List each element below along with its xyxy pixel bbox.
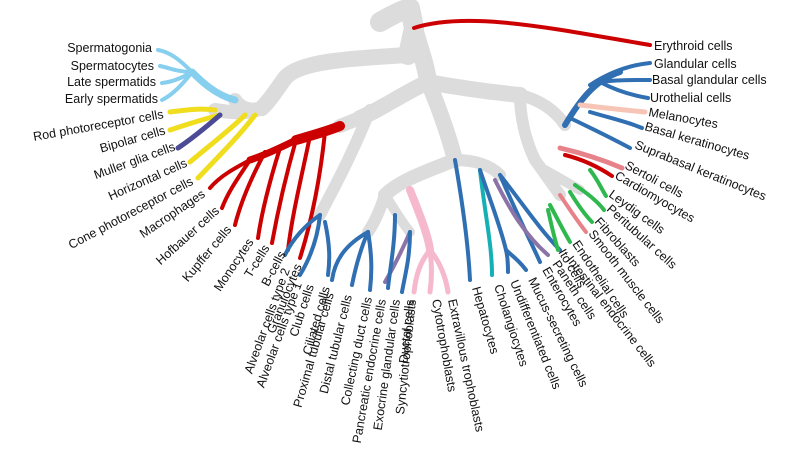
muller-glia-branch	[175, 112, 223, 151]
erythroid-branch	[412, 18, 652, 47]
macrophage-branch	[208, 158, 252, 190]
horizontal-branch	[187, 112, 248, 165]
immune-branches	[208, 18, 652, 260]
urothelial-branch	[598, 80, 650, 100]
basal-keratinocyte-branch	[588, 110, 644, 130]
pancreas-branch-b	[400, 230, 412, 294]
cardiomyocyte-branch	[563, 153, 614, 178]
extravillous-branch	[427, 247, 451, 295]
monocyte-branch	[256, 146, 282, 240]
lung-branch-b	[298, 213, 322, 277]
label-spermatocytes: Spermatocytes	[71, 59, 154, 73]
syncytio-branch	[411, 247, 433, 295]
cyto-branch	[427, 247, 434, 295]
kidney-branch-c	[366, 230, 374, 292]
cone-branch	[195, 112, 258, 181]
trunk-down-left2	[362, 189, 391, 238]
trunk-root	[370, 0, 424, 65]
bcell-branch	[286, 134, 312, 252]
trunk-right	[420, 74, 528, 103]
trunk-retina-stem	[208, 101, 269, 120]
tcell-branch	[270, 138, 298, 245]
smooth-muscle-branch	[558, 193, 588, 234]
melanocyte-branch	[577, 102, 648, 115]
trunk-main	[405, 19, 437, 91]
label-late-spermatids: Late spermatids	[67, 75, 156, 89]
ito-branch	[546, 208, 560, 252]
label-early-spermatids: Early spermatids	[65, 92, 158, 106]
trunk-left	[254, 47, 416, 116]
trunk-right-b	[514, 89, 566, 201]
cholangiocyte-branch	[478, 168, 494, 277]
basal-glandular-branch	[598, 78, 652, 84]
label-ductal-cells: Ductal cells	[396, 299, 417, 364]
epithelial-branches	[283, 213, 412, 294]
right-branches	[546, 61, 652, 252]
granulocyte-branch	[298, 130, 327, 260]
rod-branch	[167, 106, 218, 115]
trophoblast-branches	[406, 186, 451, 295]
label-spermatogonia: Spermatogonia	[67, 41, 152, 55]
kidney-branch-a	[330, 230, 370, 282]
troph-stem	[406, 186, 434, 254]
germ-branch-4	[160, 70, 194, 102]
trunk-down-left	[378, 153, 462, 202]
leydig-branch	[588, 168, 608, 198]
sertoli-branch	[557, 145, 625, 171]
gut-stem	[478, 168, 508, 252]
label-glandular-cells: Glandular cells	[654, 57, 737, 71]
pancreas-branch-c	[386, 213, 397, 290]
hepatocyte-branch	[453, 158, 472, 282]
label-urothelial-cells: Urothelial cells	[650, 91, 731, 105]
suprabasal-branch	[568, 116, 632, 150]
germ-cell-branches	[156, 48, 239, 104]
intestinal-endo-branch	[498, 173, 562, 252]
fibroblast-branch	[568, 190, 594, 224]
trunk-lung	[314, 104, 376, 221]
mucus-branch	[504, 248, 528, 272]
endothelial-branch	[548, 203, 572, 244]
retina-branches	[167, 106, 258, 181]
germ-branch-main	[188, 68, 239, 104]
gut-branches	[453, 158, 562, 282]
kupffer-branch	[233, 150, 267, 227]
label-basal-glandular-cells: Basal glandular cells	[652, 73, 767, 87]
label-erythroid-cells: Erythroid cells	[654, 39, 733, 53]
germ-branch-1	[156, 48, 194, 74]
paneth-branch	[493, 178, 550, 257]
peritubular-branch	[573, 183, 606, 212]
kidney-branch-b	[350, 230, 370, 287]
trunk-down-left3	[380, 190, 415, 237]
lung-branch-a	[283, 213, 322, 257]
immune-sub	[246, 136, 300, 164]
immune-stem	[291, 121, 345, 145]
hofbauer-branch	[220, 158, 252, 210]
trunk-down-right	[449, 154, 506, 181]
glandular-branch	[588, 61, 652, 87]
tree-trunk	[208, 0, 585, 238]
pancreas-branch-a	[383, 230, 412, 284]
lung-branch-c	[323, 220, 332, 277]
